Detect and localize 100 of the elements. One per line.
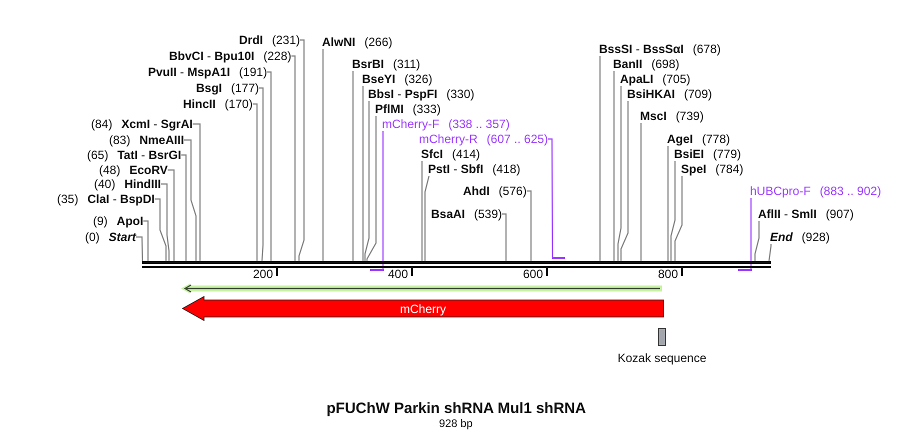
- enzyme-name: BsgI: [196, 81, 222, 95]
- position-number: (0): [85, 230, 100, 244]
- leader-line: [599, 56, 601, 261]
- leader-line: [322, 49, 324, 261]
- position-number: (170): [224, 97, 253, 111]
- primer-mark: [552, 257, 565, 259]
- enzyme-name: AhdI: [463, 184, 490, 198]
- position-number: (83): [109, 133, 130, 147]
- position-number: (778): [702, 132, 730, 146]
- position-number: (228): [263, 49, 292, 63]
- leader-line: [667, 146, 669, 261]
- enzyme-name: BbsI - PspFI: [368, 87, 438, 101]
- scale-number: 600: [523, 267, 544, 281]
- leader-line: [364, 101, 370, 261]
- enzyme-name: AgeI: [667, 132, 694, 146]
- position-number: (576): [498, 184, 527, 198]
- leader-line: [143, 220, 149, 261]
- position-number: (698): [651, 57, 680, 71]
- position-number: (330): [446, 87, 474, 101]
- enzyme-name: BsiEI: [674, 147, 704, 161]
- terminus-label: Start: [108, 230, 136, 244]
- enzyme-name: XcmI - SgrAI: [121, 117, 193, 131]
- terminus-label: End: [770, 230, 793, 244]
- position-number: (35): [57, 192, 78, 206]
- scale-number: 200: [253, 267, 274, 281]
- leader-line: [424, 175, 430, 261]
- leader-line: [382, 131, 384, 269]
- enzyme-name: AlwNI: [322, 35, 356, 49]
- leader-line: [168, 169, 175, 261]
- leader-line: [291, 55, 296, 261]
- leader-line: [670, 161, 676, 261]
- position-number: (907): [826, 207, 854, 221]
- position-number: (414): [452, 147, 480, 161]
- position-number: (9): [93, 214, 108, 228]
- leader-line: [366, 116, 377, 261]
- leader-line: [259, 87, 264, 262]
- enzyme-name: BsaAI: [431, 207, 466, 221]
- leader-line: [362, 86, 364, 261]
- position-number: (177): [231, 81, 260, 95]
- enzyme-name: BsiHKAI: [627, 87, 676, 101]
- enzyme-name: ClaI - BspDI: [87, 192, 155, 206]
- position-number: (784): [715, 162, 744, 176]
- position-number: (65): [87, 148, 108, 162]
- primer-name: mCherry-F: [382, 117, 440, 131]
- feature-label: Kozak sequence: [618, 351, 706, 365]
- position-number: (678): [692, 42, 721, 56]
- primer-mark: [738, 269, 752, 271]
- enzyme-name: AflII - SmlI: [758, 207, 817, 221]
- leader-line: [298, 39, 305, 261]
- position-number: (539): [474, 207, 502, 221]
- position-number: (40): [94, 177, 116, 191]
- leader-line: [181, 154, 187, 261]
- enzyme-name: BseYI: [362, 72, 396, 86]
- enzyme-name: PvuII - MspA1I: [148, 65, 230, 79]
- leader-line: [750, 198, 752, 269]
- enzyme-name: SpeI: [681, 162, 706, 176]
- scale-number: 800: [658, 267, 678, 281]
- leader-line: [161, 183, 170, 261]
- leader-line: [421, 161, 423, 261]
- leader-line: [502, 213, 507, 261]
- position-number: (266): [364, 35, 392, 49]
- primer-position: (883 .. 902): [820, 184, 882, 198]
- enzyme-name: NmeAIII: [139, 133, 184, 147]
- position-number: (333): [412, 102, 441, 116]
- primer-name: hUBCpro-F: [750, 184, 811, 198]
- leader-line: [184, 139, 197, 261]
- enzyme-name: HincII: [183, 97, 216, 111]
- map-title: pFUChW Parkin shRNA Mul1 shRNA: [326, 400, 586, 418]
- position-number: (326): [404, 72, 432, 86]
- enzyme-name: ApoI: [116, 214, 144, 228]
- position-number: (48): [99, 163, 120, 177]
- sequence-length: 928 bp: [439, 418, 473, 431]
- enzyme-name: BssSI - BssSαI: [599, 42, 684, 56]
- leader-line: [768, 244, 772, 262]
- leader-line: [136, 236, 144, 262]
- dna-backbone: [142, 261, 771, 268]
- enzyme-name: PstI - SbfI: [428, 162, 484, 176]
- feature-label: mCherry: [400, 302, 446, 316]
- position-number: (84): [91, 117, 112, 131]
- enzyme-name: HindIII: [124, 177, 162, 191]
- position-number: (709): [684, 87, 712, 101]
- leader-line: [352, 71, 354, 261]
- scale-number: 400: [388, 267, 408, 281]
- position-number: (418): [492, 162, 520, 176]
- leader-line: [154, 198, 167, 261]
- position-number: (191): [239, 65, 268, 79]
- position-number: (705): [662, 72, 690, 86]
- leader-line: [548, 138, 554, 257]
- leader-line: [613, 71, 615, 261]
- primer-position: (338 .. 357): [448, 117, 510, 131]
- leader-line: [252, 103, 258, 261]
- position-number: (739): [676, 109, 704, 123]
- enzyme-name: TatI - BsrGI: [117, 148, 182, 162]
- leader-line: [526, 190, 532, 261]
- primer-position: (607 .. 625): [486, 132, 548, 146]
- enzyme-name: MscI: [640, 109, 667, 123]
- primer-name: mCherry-R: [419, 132, 478, 146]
- primer-mark: [370, 269, 384, 271]
- enzyme-name: BbvCI - Bpu10I: [169, 49, 254, 63]
- position-number: (231): [272, 33, 300, 47]
